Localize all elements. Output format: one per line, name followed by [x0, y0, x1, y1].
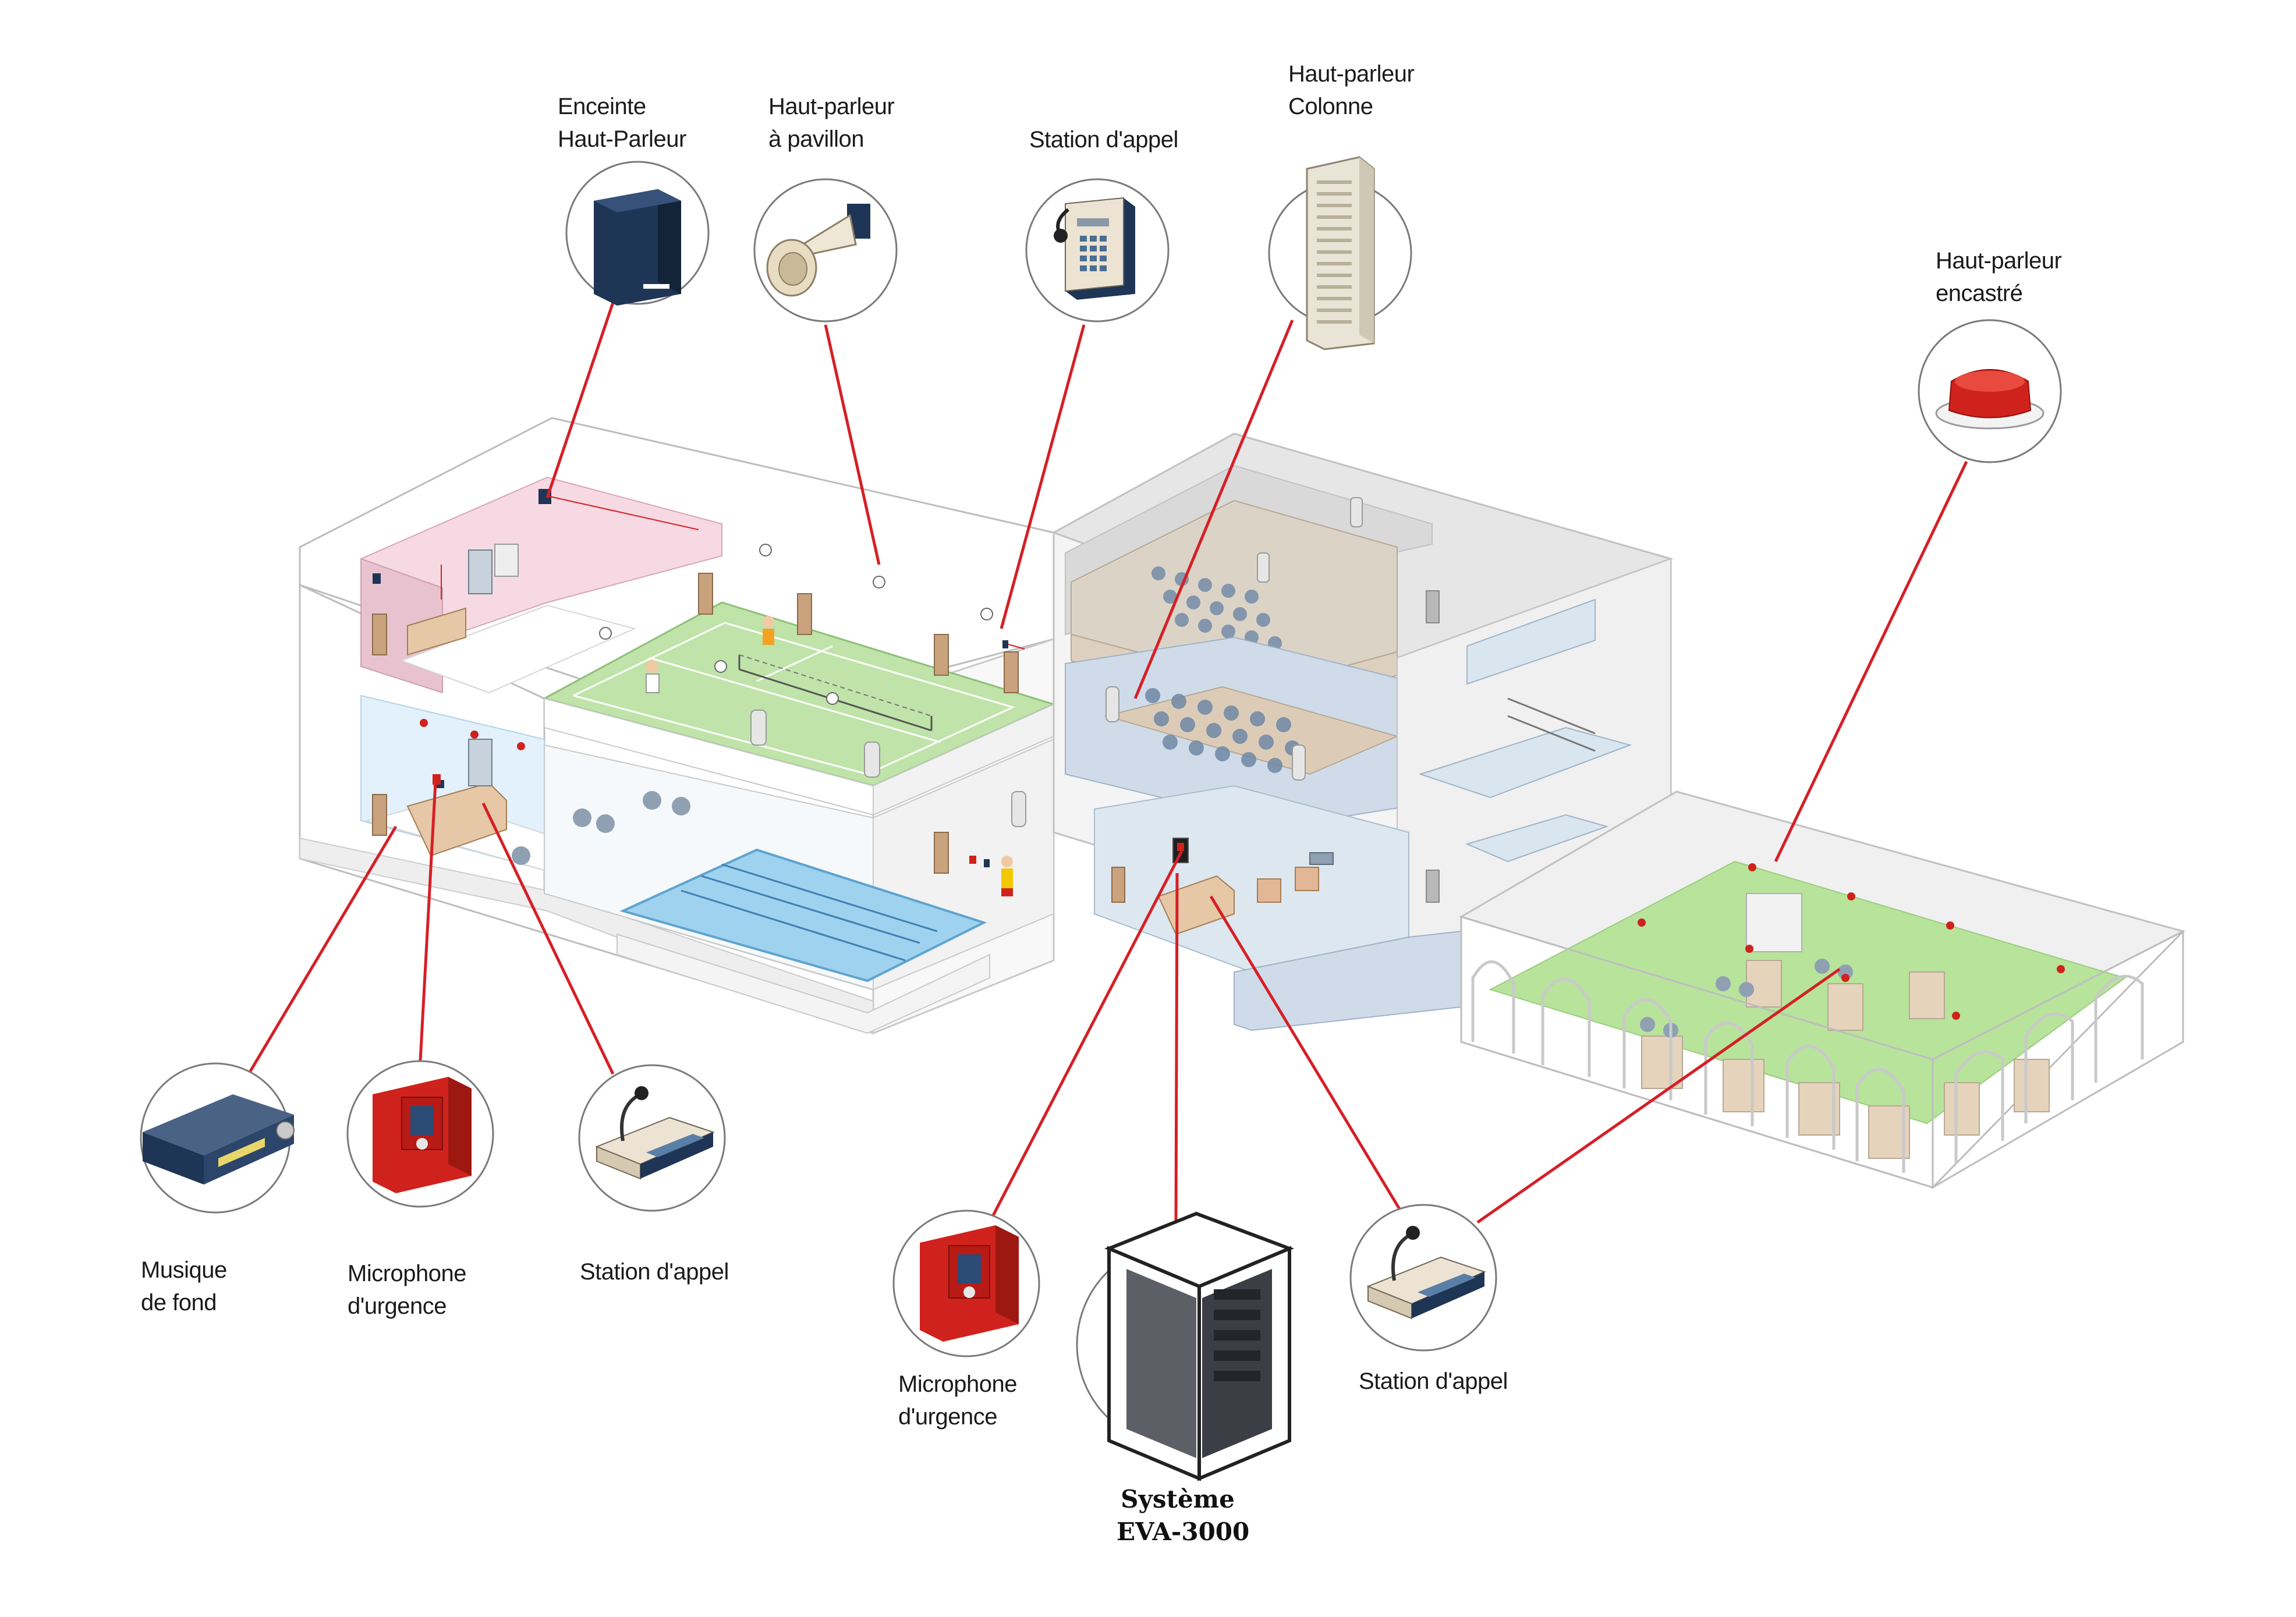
desk-call-station-icon	[595, 1086, 715, 1180]
micro-bottom-label: Microphone d'urgence	[898, 1368, 1018, 1433]
desk-call-station-icon	[1366, 1226, 1486, 1320]
sports-building	[299, 417, 1057, 1035]
encastre-label: Haut-parleur encastré	[1936, 244, 2062, 310]
station-left-bubble	[578, 1064, 726, 1212]
enceinte-label-line2: Haut-Parleur	[558, 126, 686, 152]
swimming-pool	[619, 848, 987, 983]
micro-left-label-line2: d'urgence	[348, 1293, 447, 1319]
encastre-label-line2: encastré	[1936, 281, 2023, 306]
station-top-bubble	[1025, 178, 1170, 322]
micro-left-label-line1: Microphone	[348, 1261, 467, 1286]
column-speaker-icon	[1306, 156, 1375, 350]
colonne-label: Haut-parleur Colonne	[1288, 58, 1415, 123]
pavillon-label: Haut-parleur à pavillon	[768, 90, 895, 155]
systeme-bubble	[1076, 1211, 1295, 1481]
station-right-label: Station d'appel	[1359, 1365, 1508, 1398]
station-top-label: Station d'appel	[1029, 123, 1178, 156]
emergency-microphone-icon	[920, 1225, 1019, 1342]
colonne-bubble	[1268, 156, 1412, 350]
emergency-microphone-icon	[373, 1077, 472, 1193]
musique-label: Musique de fond	[141, 1254, 227, 1319]
micro-bottom-label-line1: Microphone	[898, 1371, 1018, 1397]
enceinte-label-line1: Enceinte	[558, 94, 646, 119]
micro-bottom-bubble	[892, 1210, 1040, 1357]
station-top-label-line1: Station d'appel	[1029, 127, 1178, 153]
station-left-label-line1: Station d'appel	[580, 1259, 729, 1285]
systeme-label-line2: EVA-3000	[1117, 1517, 1250, 1546]
rack-cabinet-icon	[1104, 1211, 1295, 1481]
musique-label-line2: de fond	[141, 1290, 217, 1315]
colonne-label-line1: Haut-parleur	[1288, 61, 1415, 87]
musique-bubble	[140, 1062, 295, 1214]
micro-bottom-label-line2: d'urgence	[898, 1404, 997, 1430]
pavillon-label-line2: à pavillon	[768, 126, 864, 152]
connector-lines	[248, 285, 1968, 1224]
musique-label-line1: Musique	[141, 1257, 227, 1283]
enceinte-bubble	[565, 161, 710, 306]
box-speaker-icon	[594, 189, 681, 306]
station-right-bubble	[1349, 1204, 1497, 1352]
pavillon-bubble	[753, 178, 898, 322]
micro-left-label: Microphone d'urgence	[348, 1257, 467, 1322]
systeme-label-line1: Système	[1121, 1485, 1235, 1513]
ceiling-speaker-icon	[1935, 369, 2045, 430]
encastre-bubble	[1918, 319, 2062, 463]
station-right-label-line1: Station d'appel	[1359, 1368, 1508, 1394]
pavillon-label-line1: Haut-parleur	[768, 94, 895, 119]
encastre-label-line1: Haut-parleur	[1936, 248, 2062, 274]
auditorium-building	[1051, 432, 1674, 1031]
colonne-label-line2: Colonne	[1288, 94, 1373, 119]
wall-call-station-icon	[1054, 197, 1135, 300]
micro-left-bubble	[346, 1060, 494, 1208]
enceinte-label: Enceinte Haut-Parleur	[558, 90, 686, 155]
station-left-label: Station d'appel	[580, 1256, 729, 1288]
systeme-label: Système EVA-3000	[1117, 1483, 1250, 1548]
music-player-icon	[143, 1094, 295, 1185]
horn-speaker-icon	[766, 204, 870, 297]
